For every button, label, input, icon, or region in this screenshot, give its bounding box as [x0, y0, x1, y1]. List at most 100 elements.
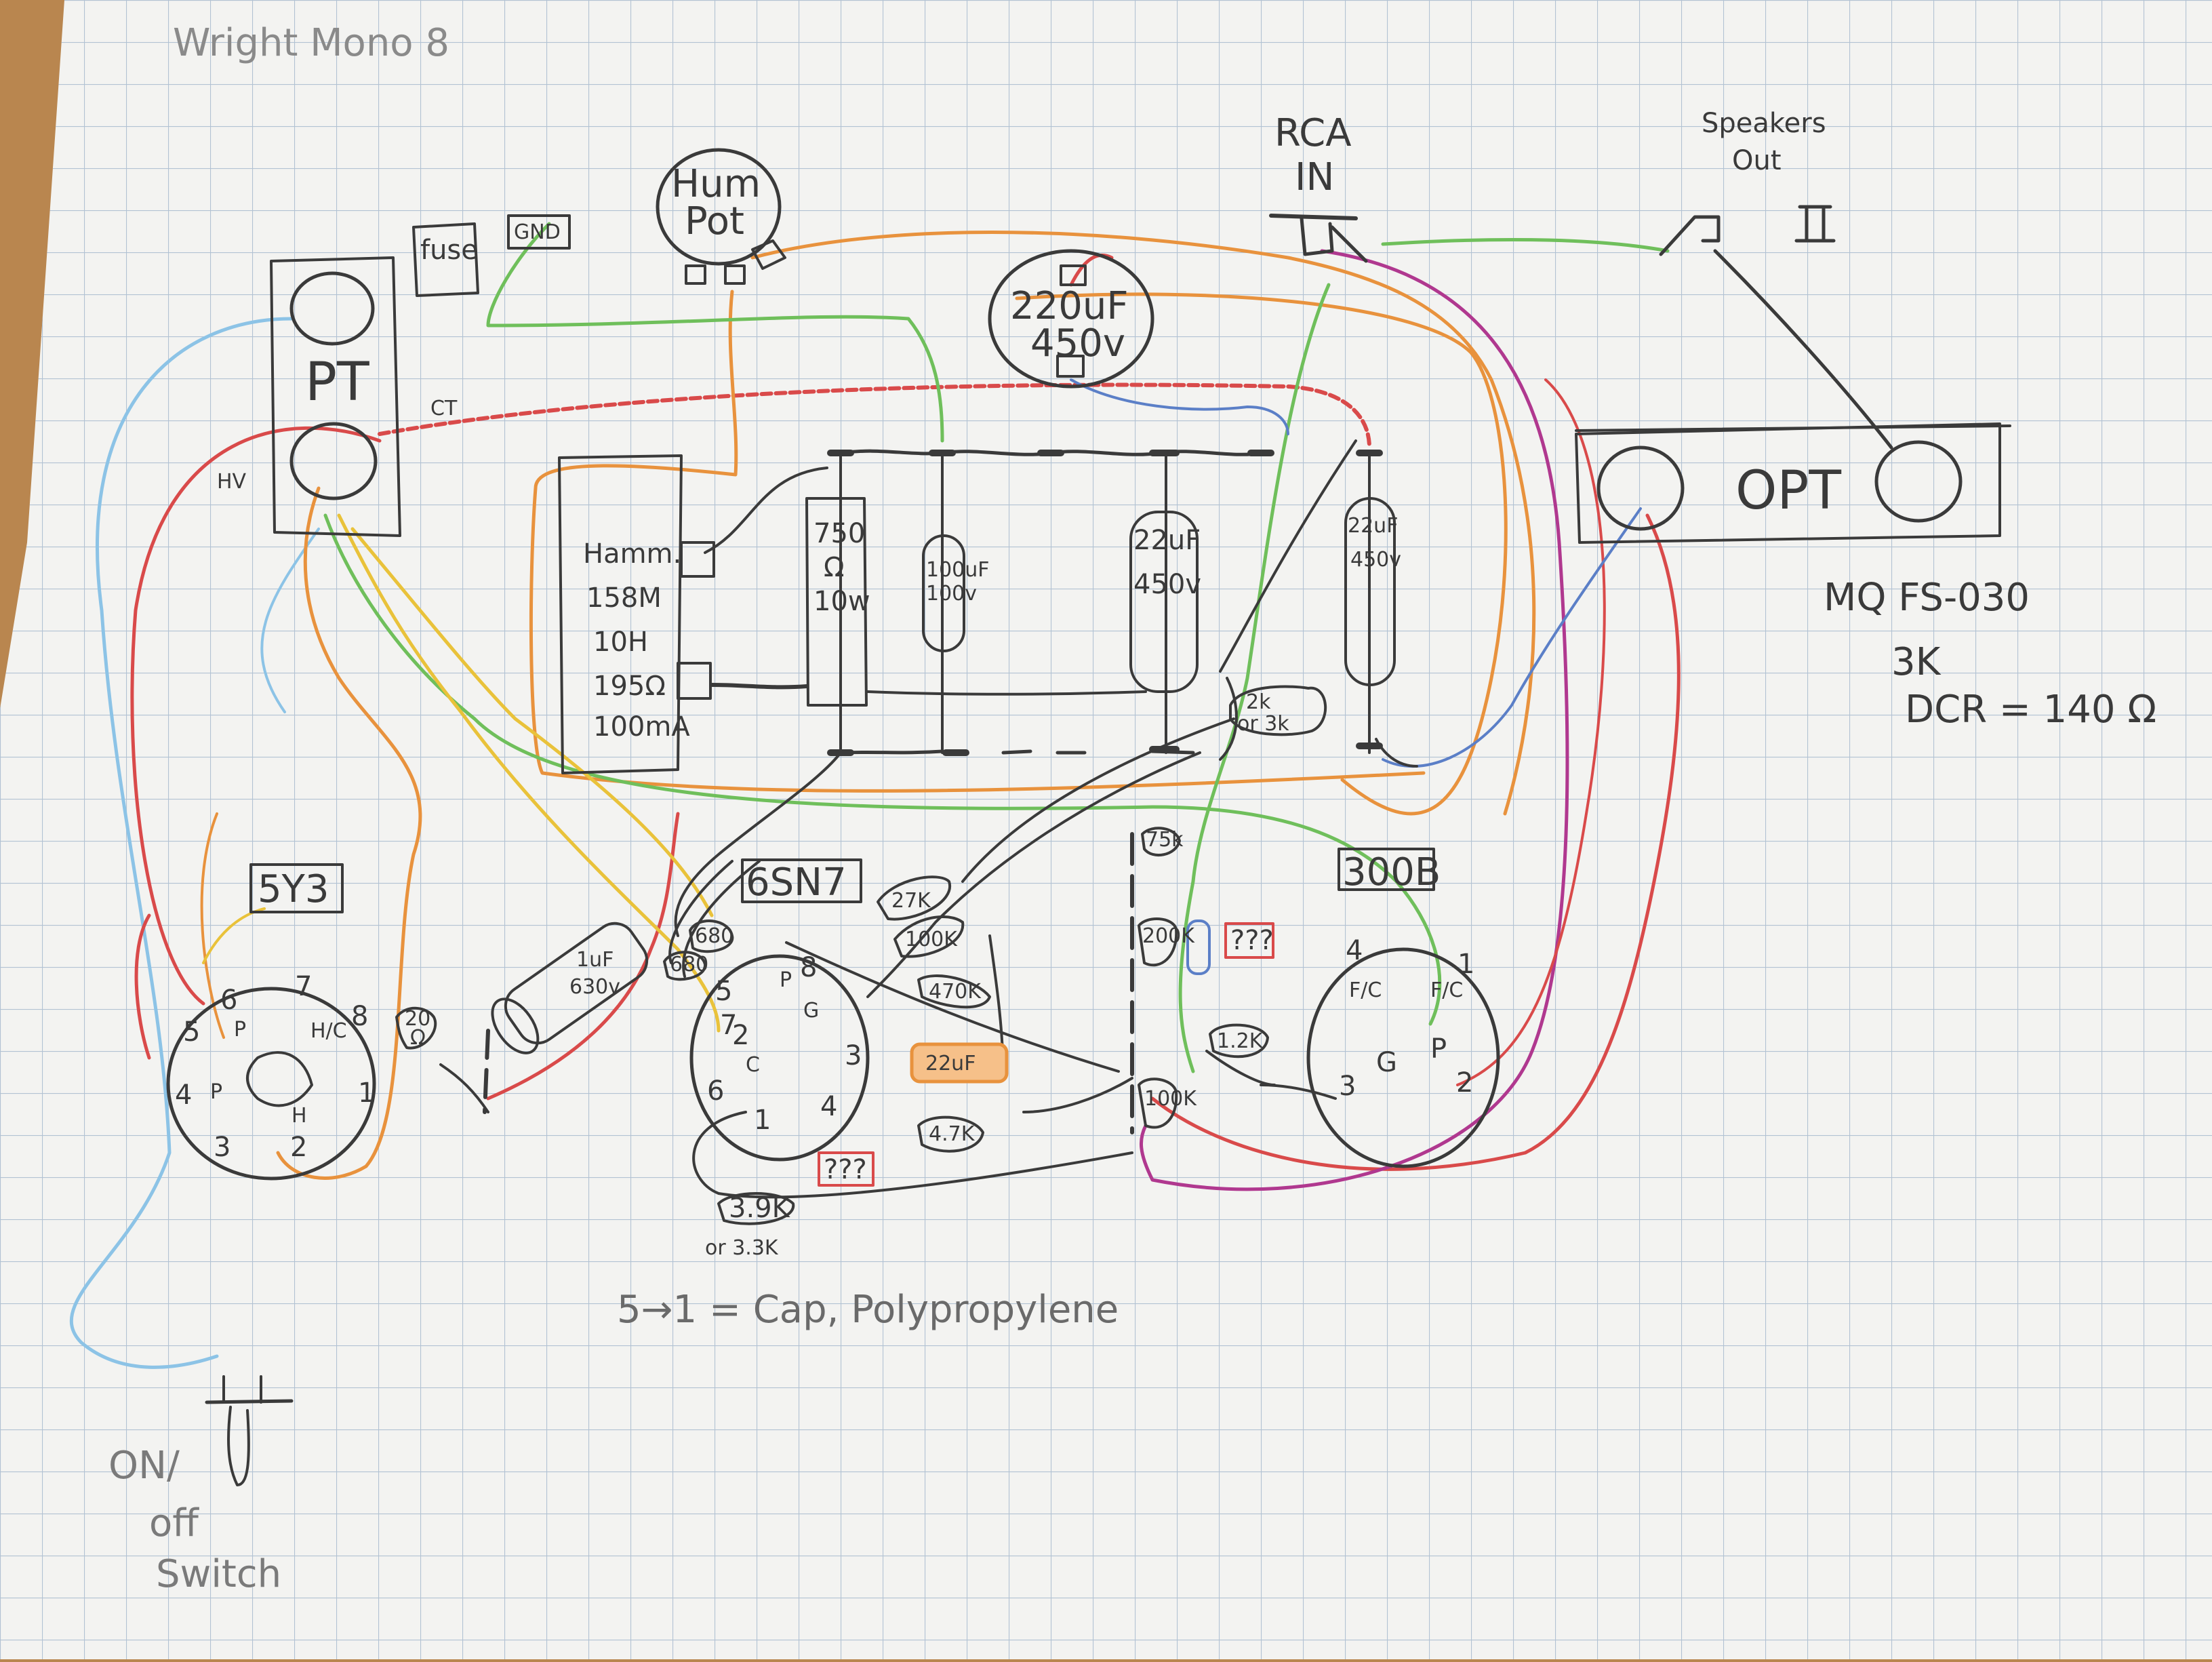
- r27k-label: 27K: [891, 889, 931, 913]
- wire-yellow: [337, 513, 721, 1033]
- cap-minus-terminal: [1056, 355, 1085, 378]
- wire-red-hv: [130, 426, 382, 1006]
- pencil-wire-3: [866, 690, 1147, 696]
- cap-22uf-b: [1344, 497, 1396, 686]
- resistor-27k: [877, 875, 952, 921]
- pin-5y3-6: 6: [220, 985, 237, 1016]
- cap1uf-label-1: 1uF: [576, 948, 614, 972]
- pin-5y3-p2: P: [210, 1080, 222, 1104]
- pencil-wire-1: [704, 467, 828, 554]
- pin-6sn7-7: 7: [720, 1010, 737, 1041]
- wire-lightblue: [70, 317, 294, 1369]
- resistor-100k: [893, 915, 965, 958]
- opt-bracket: [1575, 424, 2011, 432]
- r12k-label: 1.2K: [1217, 1029, 1264, 1053]
- cap1uf-label-2: 630v: [569, 975, 620, 999]
- choke-lug-top: [680, 541, 715, 578]
- bottom-note: 5→1 = Cap, Polypropylene: [617, 1288, 1119, 1332]
- cap-100uf: [922, 534, 965, 652]
- pt-lower-hole: [289, 422, 378, 500]
- pin-300b-fc2: F/C: [1430, 978, 1463, 1002]
- hum-pot-lug-1: [685, 264, 706, 285]
- unknown-label-1: ???: [1230, 925, 1274, 956]
- resistor-2k: [1229, 685, 1327, 736]
- label-speakers-1: Speakers: [1702, 108, 1826, 139]
- cap22uf-small-label: 22uF: [925, 1052, 976, 1075]
- wire-blue-opt: [1382, 507, 1642, 768]
- switch-lever: [222, 1375, 262, 1486]
- pin-6sn7-3: 3: [845, 1040, 862, 1071]
- power-transformer-frame: [270, 256, 401, 537]
- wire-orange-top: [750, 231, 1536, 816]
- wire-red-left: [134, 913, 151, 1060]
- label-rca-2: IN: [1295, 155, 1334, 199]
- pencil-wire-13: [1260, 1084, 1337, 1100]
- pin-5y3-4: 4: [175, 1080, 192, 1111]
- pencil-wire-11: [1022, 1077, 1133, 1113]
- wire-orange-loop: [529, 290, 1426, 793]
- tube-5y3-socket: [166, 987, 376, 1181]
- label-pt: PT: [305, 352, 369, 413]
- switch-label-3: Switch: [156, 1552, 281, 1596]
- cap-22uf-a: [1129, 511, 1199, 693]
- tube-5y3-keyway: [246, 1051, 313, 1107]
- pin-300b-3: 3: [1339, 1071, 1356, 1102]
- resistor-680-a: [689, 919, 734, 953]
- opt-right-hole: [1874, 440, 1963, 523]
- choke-label-2: 158M: [586, 582, 662, 614]
- opt-note-1: MQ FS-030: [1824, 576, 2030, 620]
- wire-red-ct: [378, 382, 1371, 450]
- cap-plus-terminal: [1060, 264, 1087, 286]
- wire-blue: [1070, 378, 1289, 435]
- pin-5y3-7: 7: [295, 971, 312, 1002]
- choke-label-3: 10H: [593, 627, 648, 658]
- pencil-wire-6: [674, 751, 842, 937]
- pins-6sn7: 1 2 3 4 5 6 7 8 P G C: [707, 952, 862, 1136]
- r75k-label: 75k: [1146, 828, 1184, 852]
- res2k-label-2: or 3k: [1237, 712, 1289, 736]
- res750-label-3: 10w: [813, 586, 870, 617]
- tube-6sn7-label: 6SN7: [746, 860, 847, 905]
- r200k-label: 200K: [1142, 924, 1195, 948]
- pin-6sn7-2: 2: [732, 1020, 749, 1051]
- r47k-label: 4.7K: [929, 1122, 976, 1146]
- pin-300b-p: P: [1430, 1033, 1447, 1065]
- hum-pot-lug-3: [751, 239, 786, 270]
- resistor-100k-b: [1138, 1077, 1178, 1129]
- resistor-75k: [1141, 827, 1181, 856]
- wire-orange-right: [1015, 292, 1508, 816]
- switch-label-1: ON/: [108, 1444, 180, 1488]
- r470k-label: 470K: [929, 980, 982, 1004]
- hum-pot-lug-2: [724, 264, 746, 285]
- label-cap-220-2: 450v: [1030, 321, 1125, 365]
- ground-rail: [839, 749, 1195, 755]
- unknown-part-2: [818, 1151, 874, 1187]
- label-hum-pot-2: Pot: [685, 199, 744, 243]
- label-speakers-2: Out: [1732, 145, 1782, 176]
- pencil-wire-8: [961, 717, 1235, 883]
- opt-note-2: 3K: [1891, 640, 1942, 684]
- pin-300b-2: 2: [1456, 1067, 1473, 1099]
- choke-label-1: Hamm.: [583, 538, 681, 570]
- pencil-wire-4: [1219, 439, 1357, 761]
- rca-jack-body: [1300, 216, 1368, 263]
- res2k-label-1: 2k: [1246, 690, 1271, 714]
- cap-22uf-small: [910, 1042, 1009, 1084]
- cap22b-label-2: 450v: [1350, 548, 1401, 572]
- speaker-terminal-1: [1659, 215, 1721, 256]
- pin-6sn7-5: 5: [715, 976, 732, 1007]
- cap100-label-1: 100uF: [926, 558, 990, 582]
- label-fuse: fuse: [420, 235, 478, 266]
- resistor-680-b: [663, 951, 706, 981]
- pencil-wire-2: [710, 683, 809, 690]
- choke-lug-bottom: [677, 662, 712, 700]
- r20-label-1: 20: [405, 1007, 430, 1031]
- r100k-label: 100K: [905, 928, 958, 951]
- pin-5y3-8: 8: [351, 1001, 368, 1032]
- choke-label-5: 100mA: [593, 711, 690, 743]
- r20-label-2: Ω: [410, 1026, 426, 1050]
- resistor-470k: [917, 974, 991, 1009]
- pencil-wire-9: [785, 941, 1120, 1073]
